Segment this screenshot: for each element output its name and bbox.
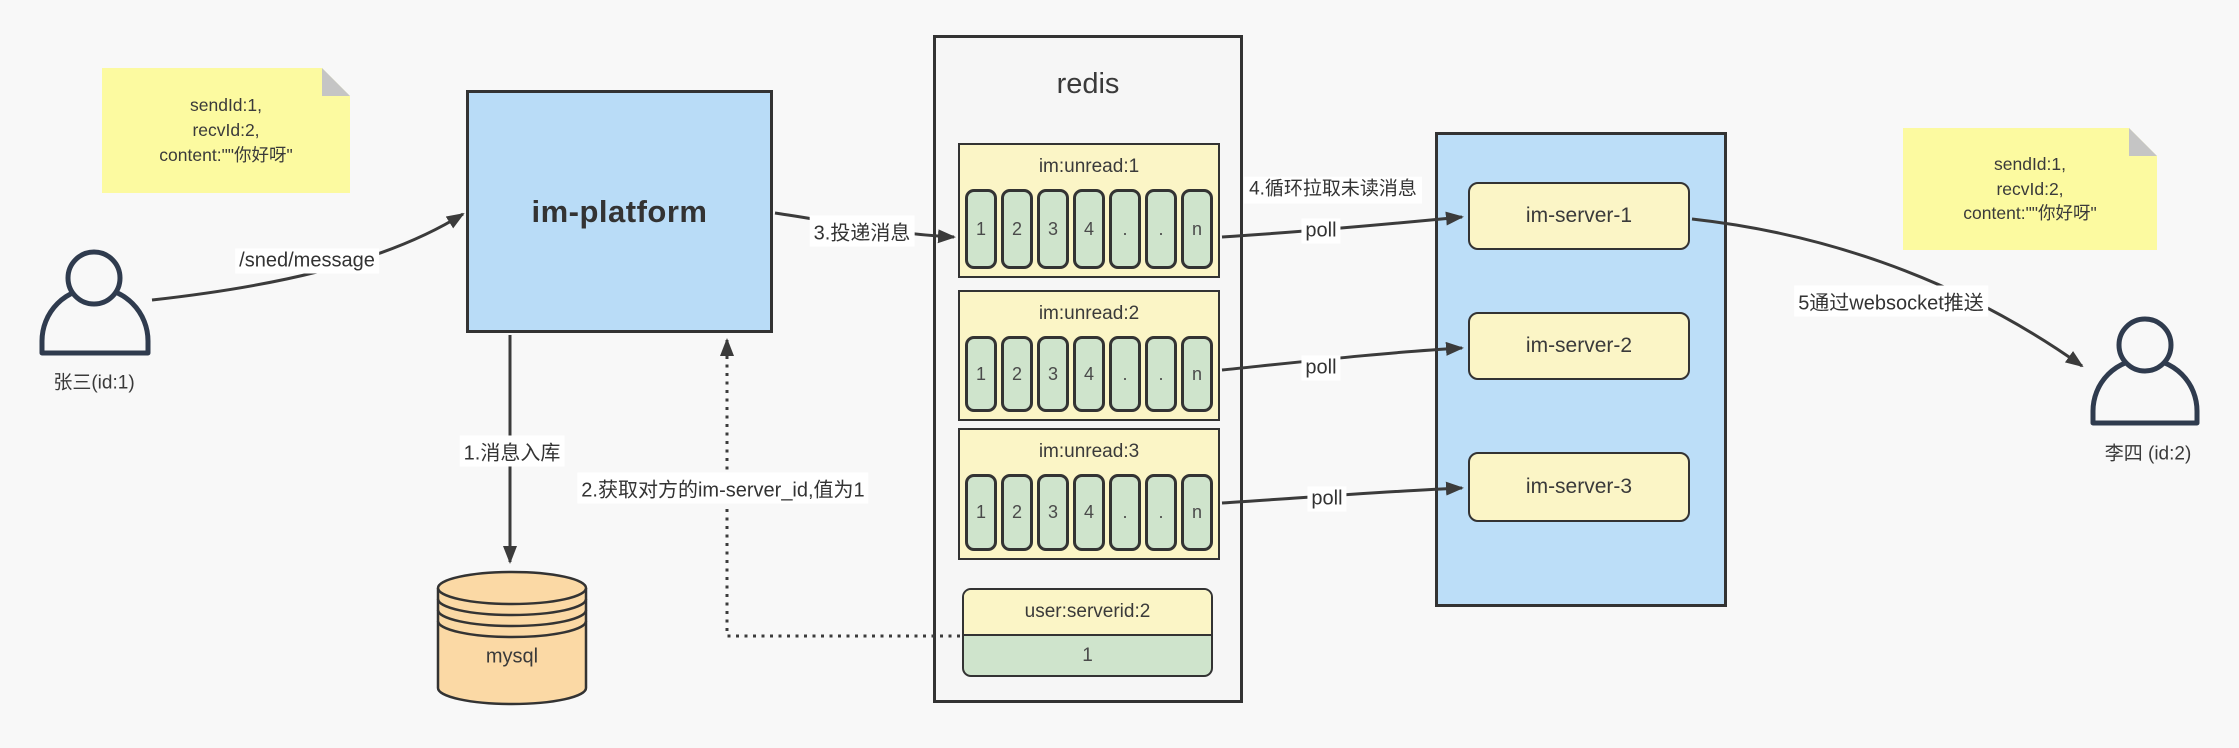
im-server-2-box: im-server-2 xyxy=(1468,312,1690,380)
queue-cell: 2 xyxy=(1001,336,1033,412)
unread-queue-2: im:unread:2 1 2 3 4 . . n xyxy=(958,290,1220,421)
note-line: sendId:1, xyxy=(190,95,262,116)
queue-cell: . xyxy=(1145,474,1177,551)
edge-label-pull: 4.循环拉取未读消息 xyxy=(1244,176,1422,204)
edge-label-poll-2: poll xyxy=(1301,355,1341,381)
queue-cell: . xyxy=(1109,189,1141,269)
queue-cells: 1 2 3 4 . . n xyxy=(960,474,1218,558)
sender-name-label: 张三(id:1) xyxy=(53,372,135,394)
queue-cell: 1 xyxy=(965,474,997,551)
queue-cells: 1 2 3 4 . . n xyxy=(960,189,1218,276)
queue-cell: 3 xyxy=(1037,474,1069,551)
mysql-cylinder xyxy=(436,570,588,706)
im-platform-label: im-platform xyxy=(531,193,708,229)
edge-label-store: 1.消息入库 xyxy=(459,435,565,467)
queue-cell: n xyxy=(1181,474,1213,551)
edge-label-poll-3: poll xyxy=(1307,486,1347,512)
arrow-poll-1 xyxy=(1221,211,1464,239)
note-fold-corner-icon xyxy=(322,68,350,96)
receiver-name-label: 李四 (id:2) xyxy=(2104,443,2192,465)
queue-cell: . xyxy=(1145,336,1177,412)
sender-person-icon xyxy=(39,249,151,356)
queue-cell: n xyxy=(1181,189,1213,269)
queue-cell: n xyxy=(1181,336,1213,412)
queue-cell: . xyxy=(1145,189,1177,269)
queue-cell: 3 xyxy=(1037,189,1069,269)
arrow-poll-2 xyxy=(1221,341,1464,372)
im-server-1-box: im-server-1 xyxy=(1468,182,1690,250)
user-serverid-value: 1 xyxy=(1082,644,1093,666)
queue-cell: 4 xyxy=(1073,189,1105,269)
queue-cell: . xyxy=(1109,474,1141,551)
queue-cell: 2 xyxy=(1001,474,1033,551)
receiver-person-icon xyxy=(2090,316,2200,426)
edge-label-send: /sned/message xyxy=(235,248,379,274)
note-line: sendId:1, xyxy=(1994,153,2066,174)
mysql-label: mysql xyxy=(485,645,539,668)
queue-header: im:unread:1 xyxy=(1038,156,1140,177)
note-line: content:""你好呀" xyxy=(159,144,293,165)
note-fold-corner-icon xyxy=(2129,128,2157,156)
note-line: recvId:2, xyxy=(1996,178,2064,199)
im-server-3-box: im-server-3 xyxy=(1468,452,1690,522)
queue-header: im:unread:2 xyxy=(1038,303,1140,324)
edge-label-lookup: 2.获取对方的im-server_id,值为1 xyxy=(577,472,869,504)
user-serverid-box: user:serverid:2 1 xyxy=(962,588,1213,677)
edge-label-push: 5通过websocket推送 xyxy=(1794,285,1988,317)
redis-title: redis xyxy=(1056,68,1120,100)
queue-cell: 2 xyxy=(1001,189,1033,269)
queue-cell: 3 xyxy=(1037,336,1069,412)
edge-label-deliver: 3.投递消息 xyxy=(809,215,915,247)
queue-cell: 4 xyxy=(1073,336,1105,412)
note-line: recvId:2, xyxy=(192,120,260,141)
im-platform-box: im-platform xyxy=(466,90,773,333)
queue-cells: 1 2 3 4 . . n xyxy=(960,336,1218,419)
unread-queue-3: im:unread:3 1 2 3 4 . . n xyxy=(958,428,1220,560)
edge-label-poll-1: poll xyxy=(1301,218,1341,244)
user-serverid-key: user:serverid:2 xyxy=(964,590,1211,636)
note-line: content:""你好呀" xyxy=(1963,203,2097,224)
sticky-note-message-right: sendId:1, recvId:2, content:""你好呀" xyxy=(1903,128,2157,250)
unread-queue-1: im:unread:1 1 2 3 4 . . n xyxy=(958,143,1220,278)
queue-header: im:unread:3 xyxy=(1038,441,1140,462)
queue-cell: 1 xyxy=(965,336,997,412)
sticky-note-message-left: sendId:1, recvId:2, content:""你好呀" xyxy=(102,68,350,193)
queue-cell: 1 xyxy=(965,189,997,269)
queue-cell: . xyxy=(1109,336,1141,412)
queue-cell: 4 xyxy=(1073,474,1105,551)
